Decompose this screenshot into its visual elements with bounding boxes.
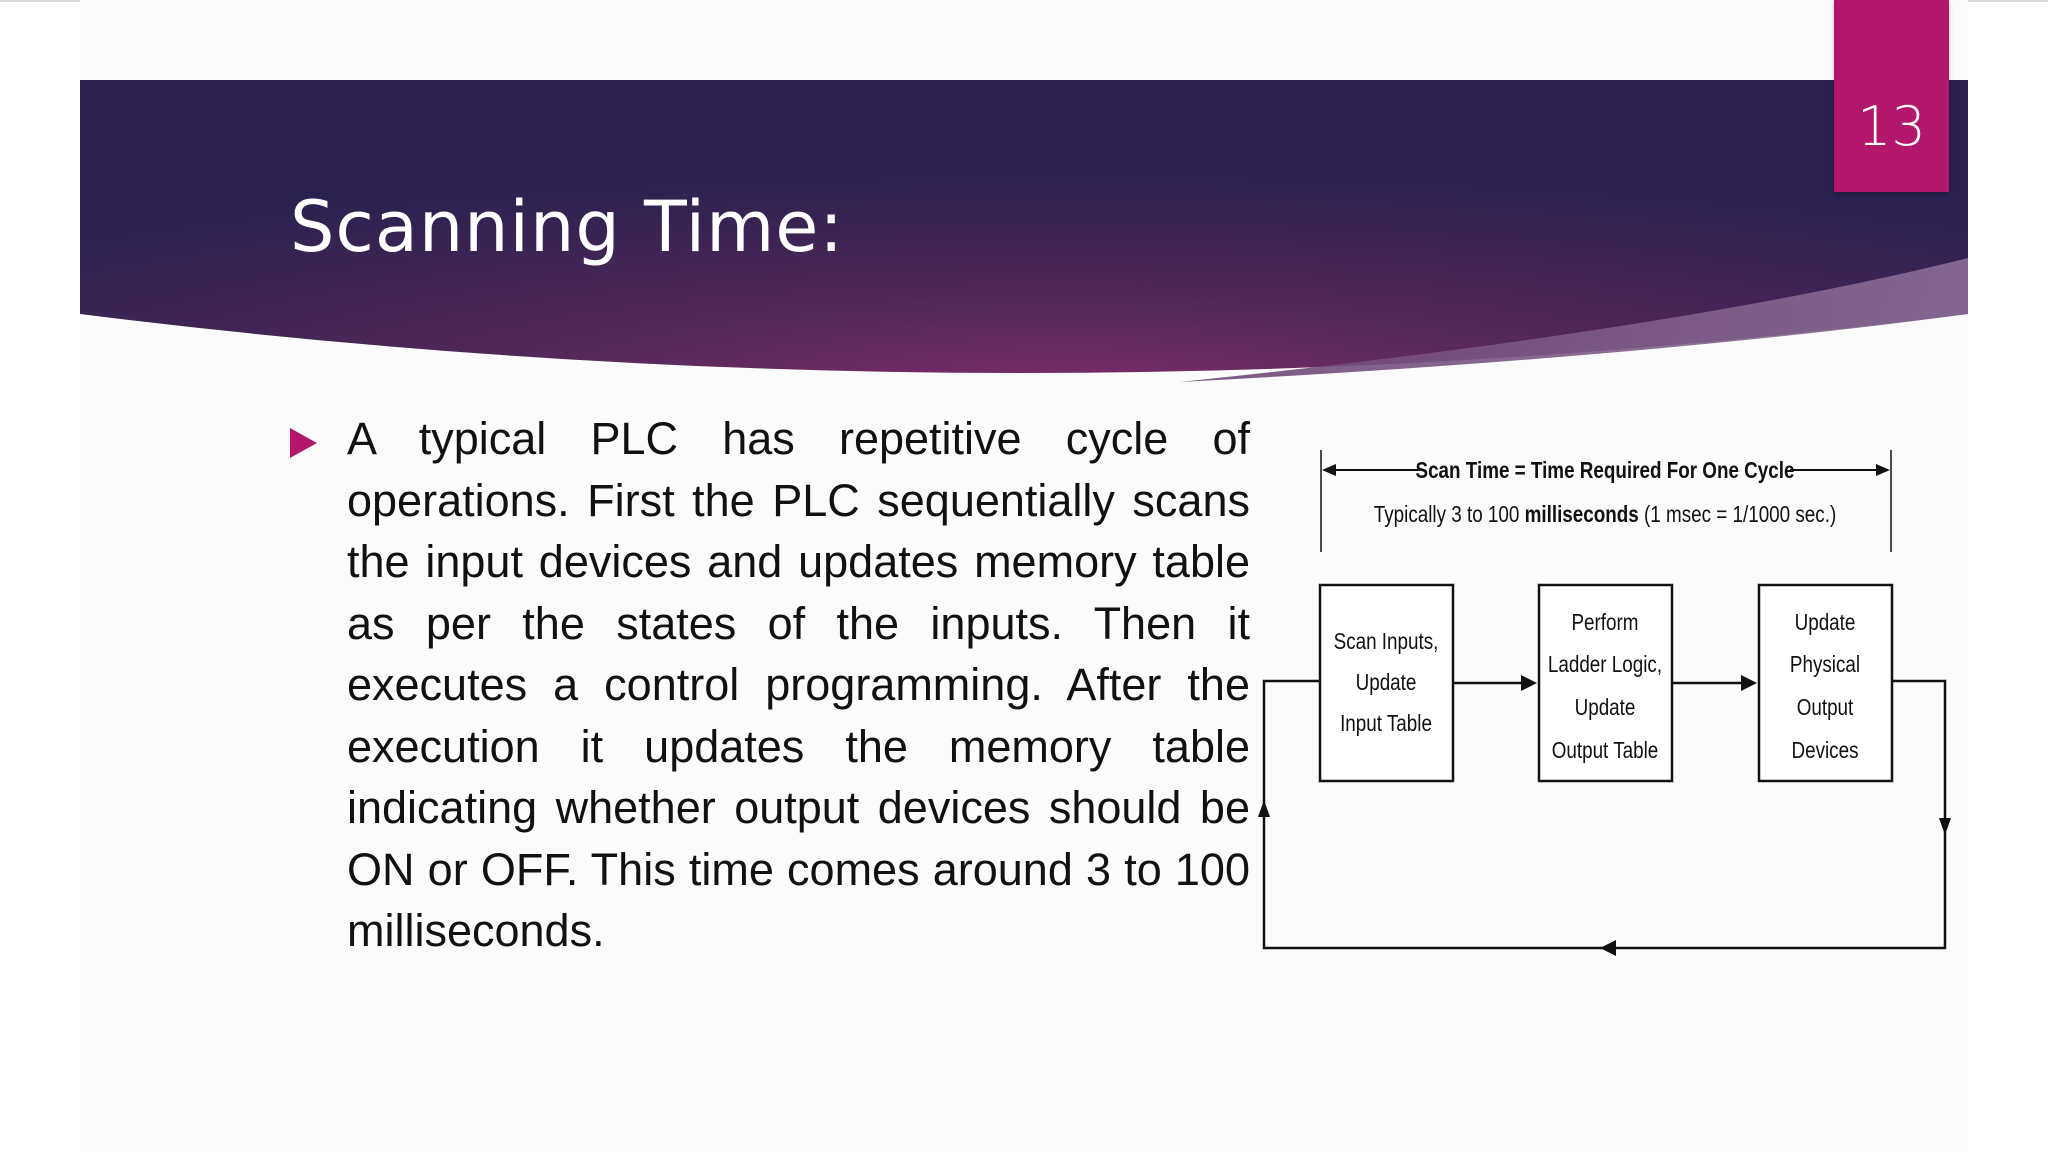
page-number-badge: 13 [1834, 0, 1949, 192]
left-arrowhead-icon [1600, 940, 1616, 956]
svg-text:Output: Output [1797, 695, 1854, 720]
down-arrowhead-icon [1939, 818, 1951, 835]
right-arrowhead-icon [1876, 464, 1890, 476]
svg-text:Update: Update [1795, 610, 1856, 635]
scan-time-label: Scan Time = Time Required For One Cycle [1416, 458, 1795, 483]
slide: 13 Scanning Time: A typical PLC has repe… [80, 0, 1968, 1152]
ladder-logic-box-text: Perform Ladder Logic, Update Output Tabl… [1548, 610, 1662, 763]
bullet-text: A typical PLC has repetitive cycle of op… [347, 413, 1250, 956]
svg-text:Update: Update [1356, 670, 1417, 695]
title-banner [80, 80, 1968, 382]
arrowhead-icon [1741, 675, 1757, 691]
svg-text:Scan Inputs,: Scan Inputs, [1334, 629, 1439, 654]
svg-text:Input Table: Input Table [1340, 711, 1432, 736]
svg-text:Devices: Devices [1791, 738, 1858, 763]
scan-cycle-diagram: Scan Time = Time Required For One Cycle … [1258, 450, 1951, 956]
output-devices-box-text: Update Physical Output Devices [1790, 610, 1860, 763]
svg-text:Physical: Physical [1790, 652, 1860, 677]
typical-range-label: Typically 3 to 100 milliseconds (1 msec … [1374, 502, 1836, 527]
svg-text:Update: Update [1575, 695, 1636, 720]
output-devices-box [1757, 583, 1894, 783]
svg-text:Perform: Perform [1571, 610, 1638, 635]
up-arrowhead-icon [1258, 800, 1270, 817]
bullet-triangle-icon [290, 428, 317, 458]
arrowhead-icon [1521, 675, 1537, 691]
left-arrowhead-icon [1322, 464, 1336, 476]
page-number: 13 [1857, 95, 1926, 158]
scan-inputs-box [1318, 583, 1455, 783]
svg-text:Output Table: Output Table [1552, 738, 1659, 763]
scan-inputs-box-text: Scan Inputs, Update Input Table [1334, 629, 1439, 736]
svg-text:Ladder Logic,: Ladder Logic, [1548, 652, 1662, 677]
ladder-logic-box [1537, 583, 1674, 783]
slide-title: Scanning Time: [290, 186, 844, 268]
